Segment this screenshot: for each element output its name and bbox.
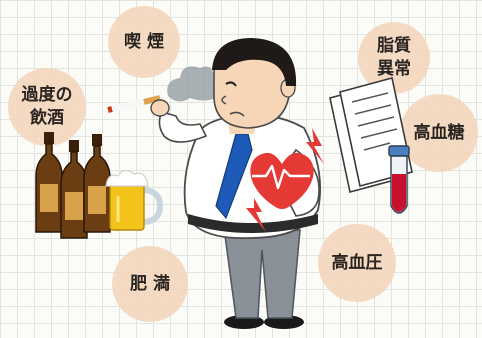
bubble-smoking: 喫 煙	[108, 6, 180, 78]
label-drinking-line1: 過度の	[21, 85, 73, 106]
bottles-icon	[35, 132, 111, 239]
label-lipid-line2: 異常	[377, 59, 411, 79]
test-tube-icon	[388, 145, 410, 214]
smoke-icon	[167, 66, 223, 102]
lightning-icon	[246, 128, 324, 232]
lab-report-icon	[329, 77, 413, 193]
bubble-obesity: 肥 満	[112, 246, 188, 322]
bubble-blood-sugar: 高血糖	[400, 94, 478, 172]
label-lipid-line1: 脂質	[377, 36, 411, 57]
bubble-blood-pressure: 高血圧	[318, 224, 396, 302]
label-blood-pressure: 高血圧	[331, 252, 383, 273]
label-obesity: 肥 満	[130, 273, 170, 294]
cigarette-icon	[105, 95, 163, 113]
label-smoking: 喫 煙	[124, 31, 164, 52]
label-blood-sugar: 高血糖	[413, 122, 465, 143]
label-drinking-line2: 飲酒	[30, 108, 64, 128]
heart-icon	[250, 152, 314, 209]
beer-mug-icon	[105, 169, 164, 231]
bubble-lipid: 脂質 異常	[358, 22, 430, 94]
